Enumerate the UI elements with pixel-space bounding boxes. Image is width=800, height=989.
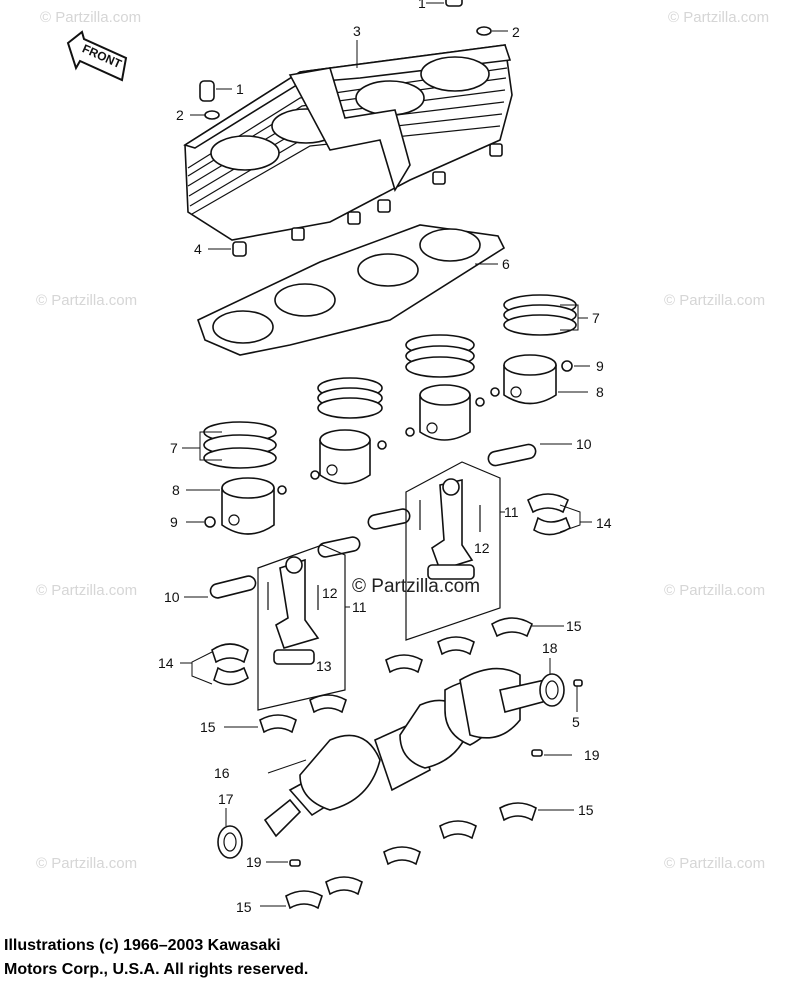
piston-rings-right [503, 294, 588, 336]
watermark-mid-left: © Partzilla.com [36, 292, 137, 309]
callout-12-right: 12 [474, 540, 490, 556]
callout-10-right: 10 [576, 436, 592, 452]
callout-5: 5 [572, 714, 580, 730]
callout-7-right: 7 [592, 310, 600, 326]
piston-left [186, 477, 275, 535]
callout-14-left: 14 [158, 655, 174, 671]
callout-12-left: 12 [322, 585, 338, 601]
callout-2-top: 2 [512, 24, 520, 40]
callout-1: 1 [236, 81, 244, 97]
crankshaft [263, 667, 551, 838]
callout-3: 3 [353, 23, 361, 39]
piston-2 [319, 429, 371, 485]
watermarks: © Partzilla.com © Partzilla.com © Partzi… [36, 9, 769, 872]
callout-19-b: 19 [246, 854, 262, 870]
callout-17: 17 [218, 791, 234, 807]
callout-6: 6 [502, 256, 510, 272]
bearing-pair-left [180, 643, 249, 686]
watermark-lower-right: © Partzilla.com [664, 582, 765, 599]
callout-11-right: 11 [504, 504, 519, 520]
callout-13: 13 [316, 658, 332, 674]
callout-16: 16 [214, 765, 230, 781]
callout-10-left: 10 [164, 589, 180, 605]
piston-right [503, 354, 588, 405]
callout-19-a: 19 [584, 747, 600, 763]
piston-rings-2 [317, 377, 383, 419]
callout-8-right: 8 [596, 384, 604, 400]
watermark-lower-left: © Partzilla.com [36, 582, 137, 599]
callout-15-c: 15 [578, 802, 594, 818]
oil-seal-right [539, 658, 565, 707]
callout-11-left: 11 [352, 599, 367, 615]
con-rod-right [405, 461, 505, 641]
piston-3 [419, 384, 471, 441]
dowel-pin-lower [208, 241, 247, 257]
copyright-line-2: Motors Corp., U.S.A. All rights reserved… [4, 961, 309, 978]
front-arrow-icon: FRONT [66, 30, 128, 82]
dowel-pin [199, 80, 232, 102]
con-rod-left [257, 544, 350, 711]
callout-9-right: 9 [596, 358, 604, 374]
top-cut-parts [426, 0, 508, 36]
oil-seal-left [217, 808, 243, 859]
watermark-bottom-right: © Partzilla.com [664, 855, 765, 872]
bearing-pair-right [526, 493, 592, 536]
callout-14-right: 14 [596, 515, 612, 531]
watermark-top-right: © Partzilla.com [668, 9, 769, 26]
piston-rings-3 [405, 334, 475, 378]
main-bearings [224, 617, 574, 910]
callout-7-left: 7 [170, 440, 178, 456]
callouts: 1 2 1 2 3 4 6 7 9 8 7 8 9 10 11 14 12 10… [158, 0, 612, 915]
o-ring [190, 110, 220, 120]
watermark-top-left: © Partzilla.com [40, 9, 141, 26]
callout-15-a: 15 [566, 618, 582, 634]
piston-rings-left [182, 421, 277, 469]
callout-8-left: 8 [172, 482, 180, 498]
copyright-notice: Illustrations (c) 1966–2003 Kawasaki Mot… [4, 934, 308, 982]
callout-15-b: 15 [200, 719, 216, 735]
watermark-bottom-left: © Partzilla.com [36, 855, 137, 872]
watermark-mid-right: © Partzilla.com [664, 292, 765, 309]
callout-15-d: 15 [236, 899, 252, 915]
cylinder-block [183, 44, 513, 241]
callout-18: 18 [542, 640, 558, 656]
callout-4: 4 [194, 241, 202, 257]
circlips [186, 360, 590, 528]
callout-2: 2 [176, 107, 184, 123]
woodruff-keys [266, 679, 583, 867]
callout-9-left: 9 [170, 514, 178, 530]
watermark-center: © Partzilla.com [352, 576, 480, 597]
copyright-line-1: Illustrations (c) 1966–2003 Kawasaki [4, 937, 281, 954]
head-gasket [197, 224, 506, 356]
callout-1-top: 1 [418, 0, 426, 11]
piston-pins [184, 443, 572, 599]
